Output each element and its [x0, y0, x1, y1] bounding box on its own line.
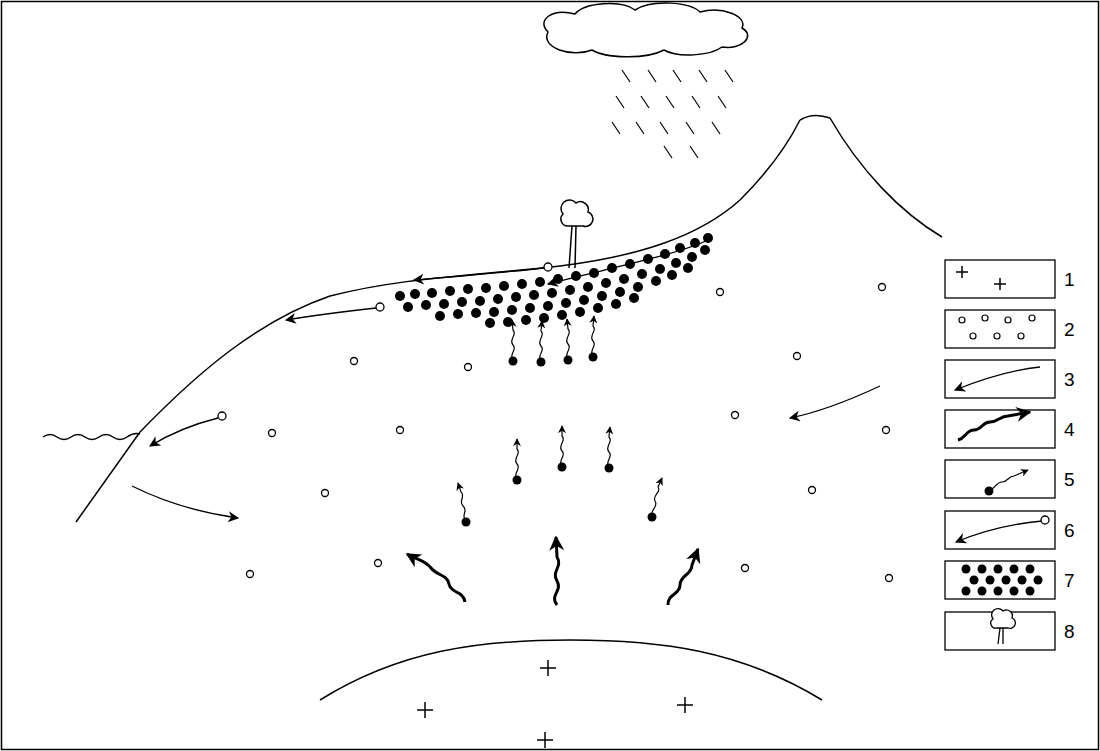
landscape — [43, 115, 942, 700]
legend-sample-water — [959, 315, 1035, 339]
legend-number: 7 — [1064, 571, 1075, 590]
legend-number: 1 — [1064, 270, 1075, 289]
legend-sample-vapour — [985, 470, 1029, 496]
legend-number: 5 — [1064, 470, 1075, 489]
legend-number: 3 — [1064, 370, 1075, 389]
flow-arrows — [132, 238, 880, 518]
water-circles — [247, 284, 893, 582]
legend-sample-heat — [958, 412, 1030, 440]
geyser-symbol — [561, 200, 593, 268]
heat-arrows — [407, 537, 698, 605]
vapour-dots — [462, 353, 657, 527]
cloud — [544, 3, 748, 57]
vapour-arrows — [458, 316, 662, 521]
reservoir-dots — [395, 233, 713, 328]
legend-number: 4 — [1064, 420, 1075, 439]
rain — [612, 70, 733, 158]
legend-sample-reservoir — [962, 565, 1043, 596]
legend-sample-geyser — [991, 609, 1016, 644]
legend-number: 6 — [1064, 521, 1075, 540]
legend-number: 8 — [1064, 622, 1075, 641]
legend-sample-pluton — [956, 266, 1006, 290]
legend-sample-discharge — [956, 516, 1049, 542]
flow-start-circles — [218, 263, 552, 420]
pluton-crosses — [417, 660, 693, 748]
legend-sample-flow — [955, 367, 1040, 390]
legend-number: 2 — [1064, 320, 1075, 339]
legend-boxes — [945, 260, 1055, 650]
